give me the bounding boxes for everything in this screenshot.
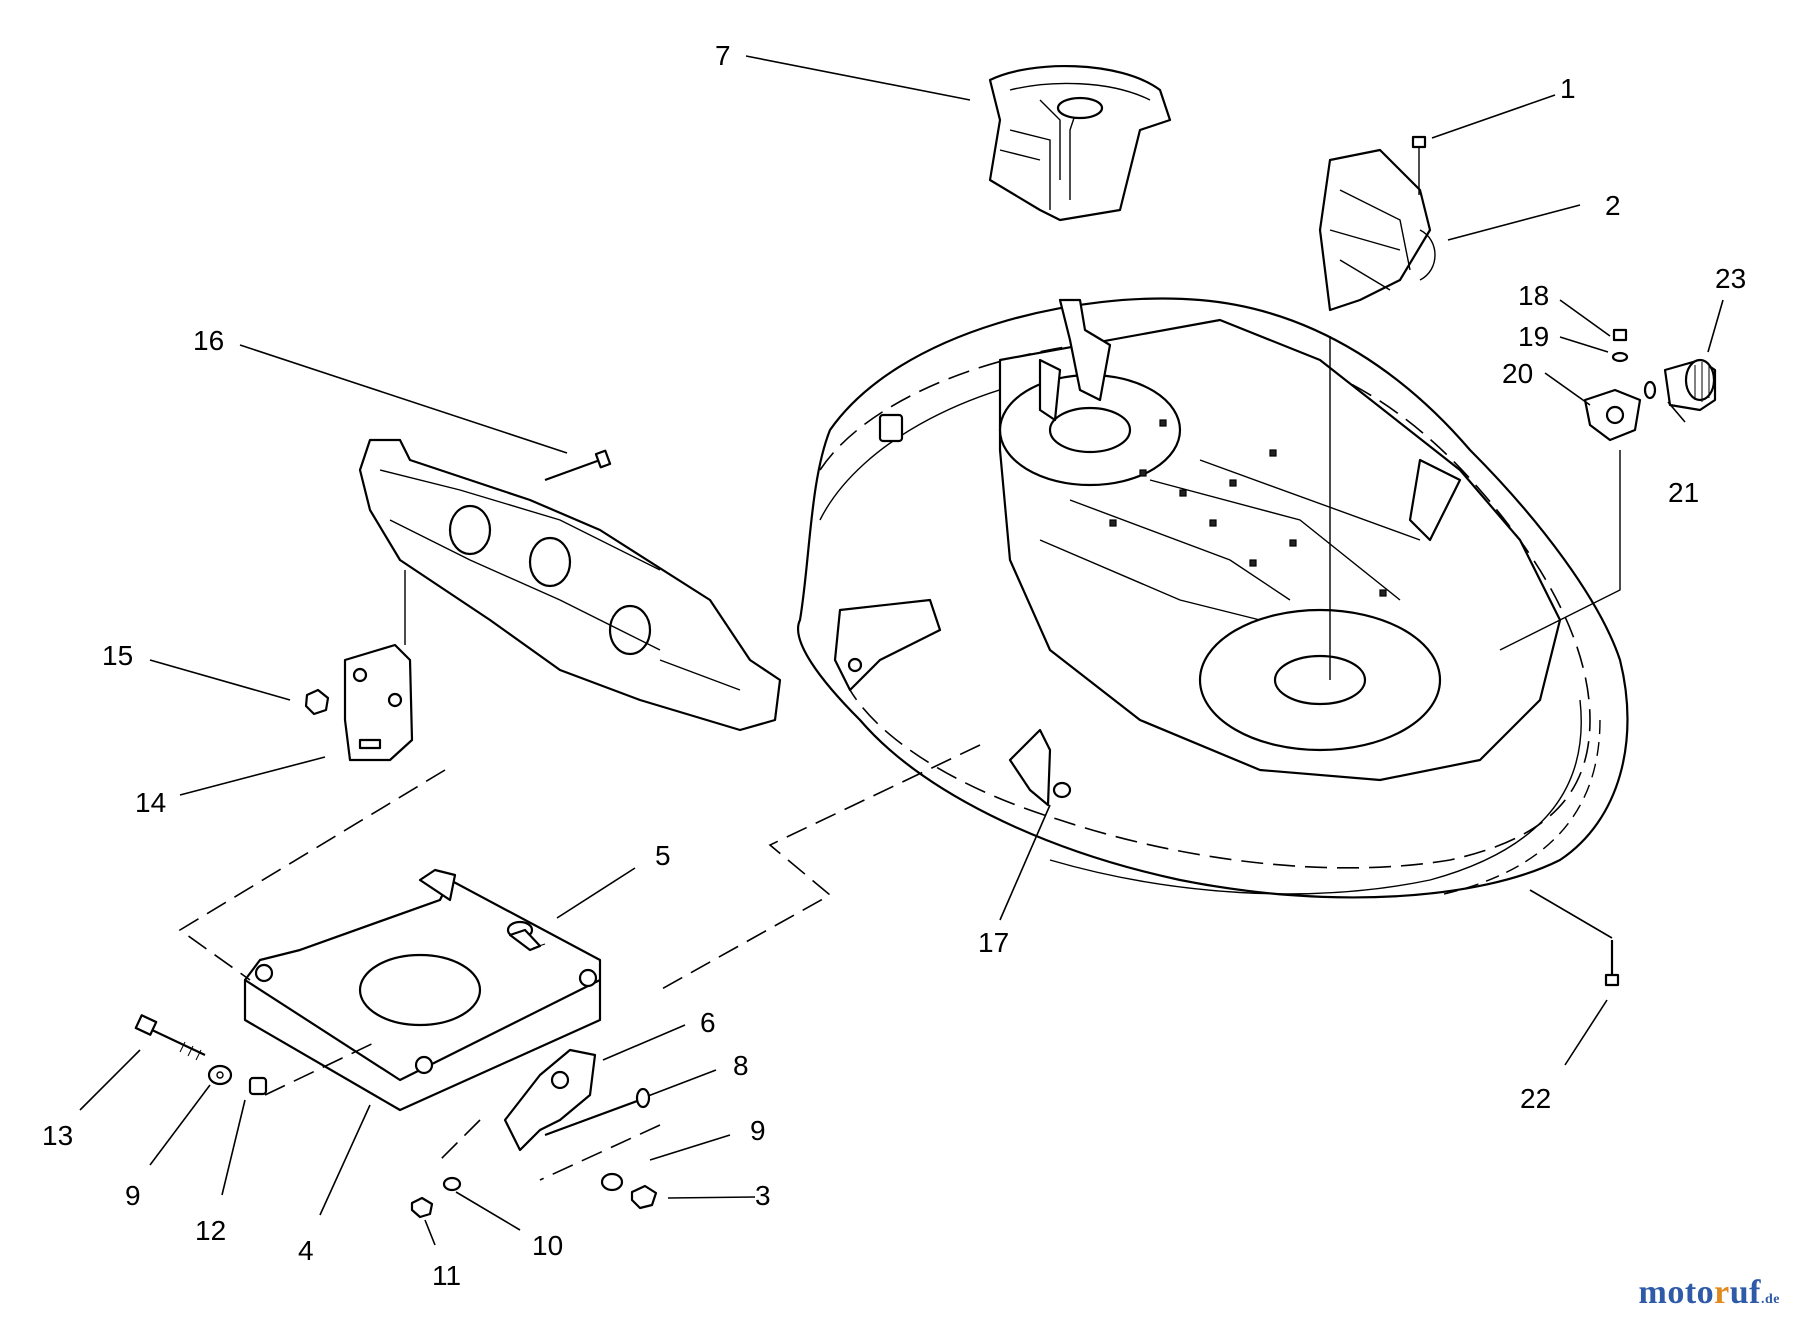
part-17-bracket xyxy=(1008,728,1072,807)
part-8-pin xyxy=(544,1087,651,1137)
part-6-bracket xyxy=(503,1048,597,1152)
callout-3: 3 xyxy=(755,1180,771,1211)
callout-21: 21 xyxy=(1668,477,1699,508)
part-3-nut xyxy=(630,1184,658,1210)
callout-19: 19 xyxy=(1518,321,1549,352)
callout-7: 7 xyxy=(715,40,731,71)
part-15-nut xyxy=(304,688,330,716)
callout-20: 20 xyxy=(1502,358,1533,389)
callout-12: 12 xyxy=(195,1215,226,1246)
callout-16: 16 xyxy=(193,325,224,356)
part-14-bracket xyxy=(343,643,414,762)
callout-14: 14 xyxy=(135,787,166,818)
part-2-shield xyxy=(1318,148,1436,312)
part-11-nut xyxy=(410,1196,434,1219)
assembly-lines xyxy=(178,744,981,1181)
callout-labels: 1 2 3 4 5 6 7 8 9 9 10 11 12 13 14 15 16… xyxy=(42,40,1746,1291)
callout-6: 6 xyxy=(700,1007,716,1038)
callout-1: 1 xyxy=(1560,73,1576,104)
callout-9-right: 9 xyxy=(750,1115,766,1146)
parts-18-23-fitting xyxy=(1499,328,1717,651)
part-7-shield xyxy=(988,64,1172,222)
callout-15: 15 xyxy=(102,640,133,671)
callout-4: 4 xyxy=(298,1235,314,1266)
part-10-washer xyxy=(442,1176,462,1192)
callout-17: 17 xyxy=(978,927,1009,958)
part-5-stud xyxy=(506,920,546,952)
callout-18: 18 xyxy=(1518,280,1549,311)
callout-8: 8 xyxy=(733,1050,749,1081)
part-16-bolt xyxy=(544,449,612,482)
deck-arm xyxy=(358,438,782,732)
watermark-logo: motoruf.de xyxy=(1638,1274,1780,1311)
part-22-screw xyxy=(1604,940,1620,987)
callout-2: 2 xyxy=(1605,190,1621,221)
callout-23: 23 xyxy=(1715,263,1746,294)
part-13-bolt xyxy=(134,1014,206,1061)
callout-22: 22 xyxy=(1520,1083,1551,1114)
part-1-bolt xyxy=(1411,135,1427,195)
part-9-washer-right xyxy=(600,1172,624,1192)
callout-13: 13 xyxy=(42,1120,73,1151)
mower-deck xyxy=(797,297,1629,899)
part-9-washer-left xyxy=(207,1064,233,1086)
leader-lines xyxy=(79,55,1724,1246)
callout-9-left: 9 xyxy=(125,1180,141,1211)
part-12-spacer xyxy=(248,1076,268,1096)
callout-11: 11 xyxy=(432,1260,461,1291)
callout-5: 5 xyxy=(655,840,671,871)
callout-10: 10 xyxy=(532,1230,563,1261)
